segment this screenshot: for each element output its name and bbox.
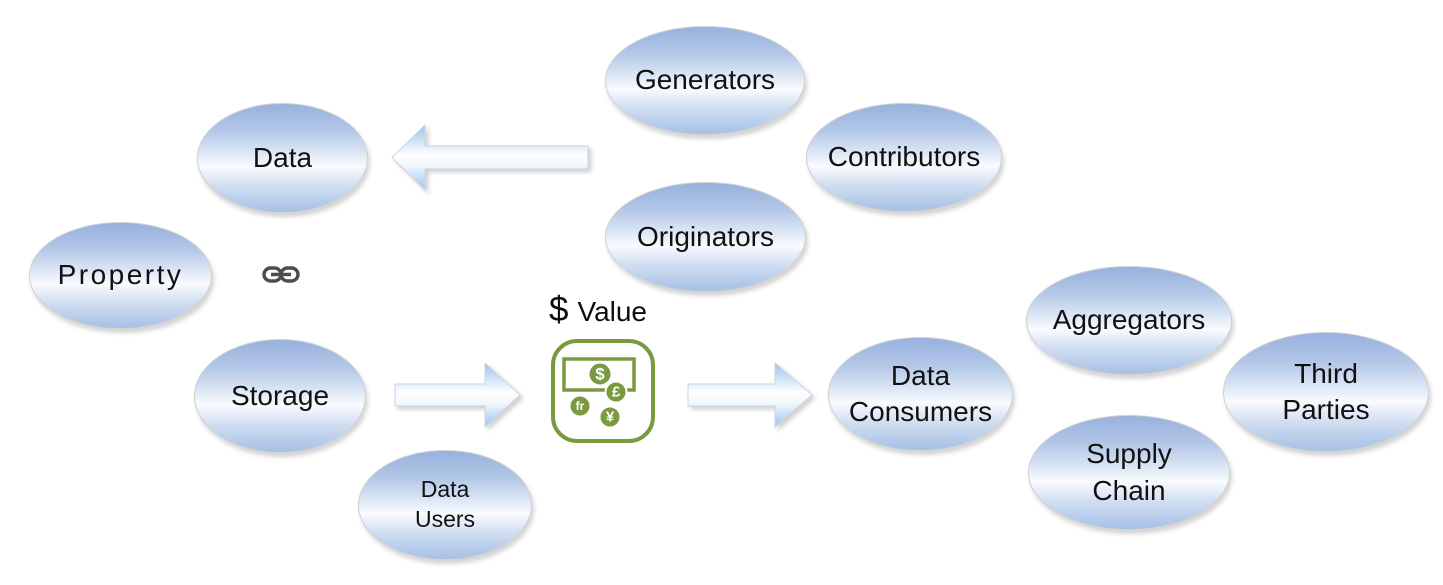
- node-label: Storage: [230, 379, 330, 411]
- svg-text:¥: ¥: [606, 409, 615, 426]
- node-label: Consumers: [848, 396, 993, 427]
- node-contributors: Contributors: [806, 103, 1002, 212]
- dollar-symbol: $: [549, 290, 569, 329]
- node-label: Parties: [1282, 394, 1370, 425]
- node-label: Property: [57, 259, 184, 291]
- pound-coin-icon: [604, 380, 628, 404]
- node-supply-chain: Supply Chain: [1028, 415, 1230, 530]
- value-label: $ Value: [549, 290, 647, 330]
- dollar-coin-icon: [587, 361, 613, 387]
- node-data: Data: [197, 103, 368, 213]
- left-arrow-icon: [391, 123, 589, 192]
- node-label: Data: [890, 359, 951, 391]
- franc-coin-icon: [568, 394, 592, 418]
- node-data-users: Data Users: [358, 450, 532, 560]
- value-text: Value: [577, 296, 648, 327]
- node-label: Data: [252, 141, 313, 173]
- node-storage: Storage: [194, 339, 366, 453]
- node-originators: Originators: [605, 182, 806, 292]
- svg-text:$: $: [595, 365, 605, 384]
- right-arrow-icon: [687, 361, 813, 429]
- node-label: Chain: [1092, 474, 1166, 506]
- svg-text:fr: fr: [576, 399, 585, 413]
- node-label: Supply: [1086, 438, 1172, 470]
- node-label: Generators: [634, 64, 776, 96]
- node-property: Property: [29, 222, 212, 329]
- node-label: Users: [414, 506, 476, 532]
- node-third-parties: Third Parties: [1223, 332, 1429, 452]
- right-arrow-icon: [394, 361, 521, 429]
- node-label: Aggregators: [1052, 304, 1206, 336]
- yen-coin-icon: [598, 405, 622, 429]
- node-label: Third: [1294, 357, 1358, 389]
- node-data-consumers: Data Consumers: [828, 337, 1013, 451]
- node-label: Contributors: [827, 141, 981, 173]
- svg-text:£: £: [612, 384, 621, 401]
- node-aggregators: Aggregators: [1026, 266, 1232, 375]
- node-label: Originators: [637, 220, 774, 252]
- multi-currency-money-icon: $ £ fr ¥: [551, 339, 655, 443]
- banknote-icon: [562, 357, 636, 392]
- chain-link-icon: [262, 266, 300, 283]
- node-label: Data: [420, 476, 470, 503]
- node-generators: Generators: [605, 26, 805, 135]
